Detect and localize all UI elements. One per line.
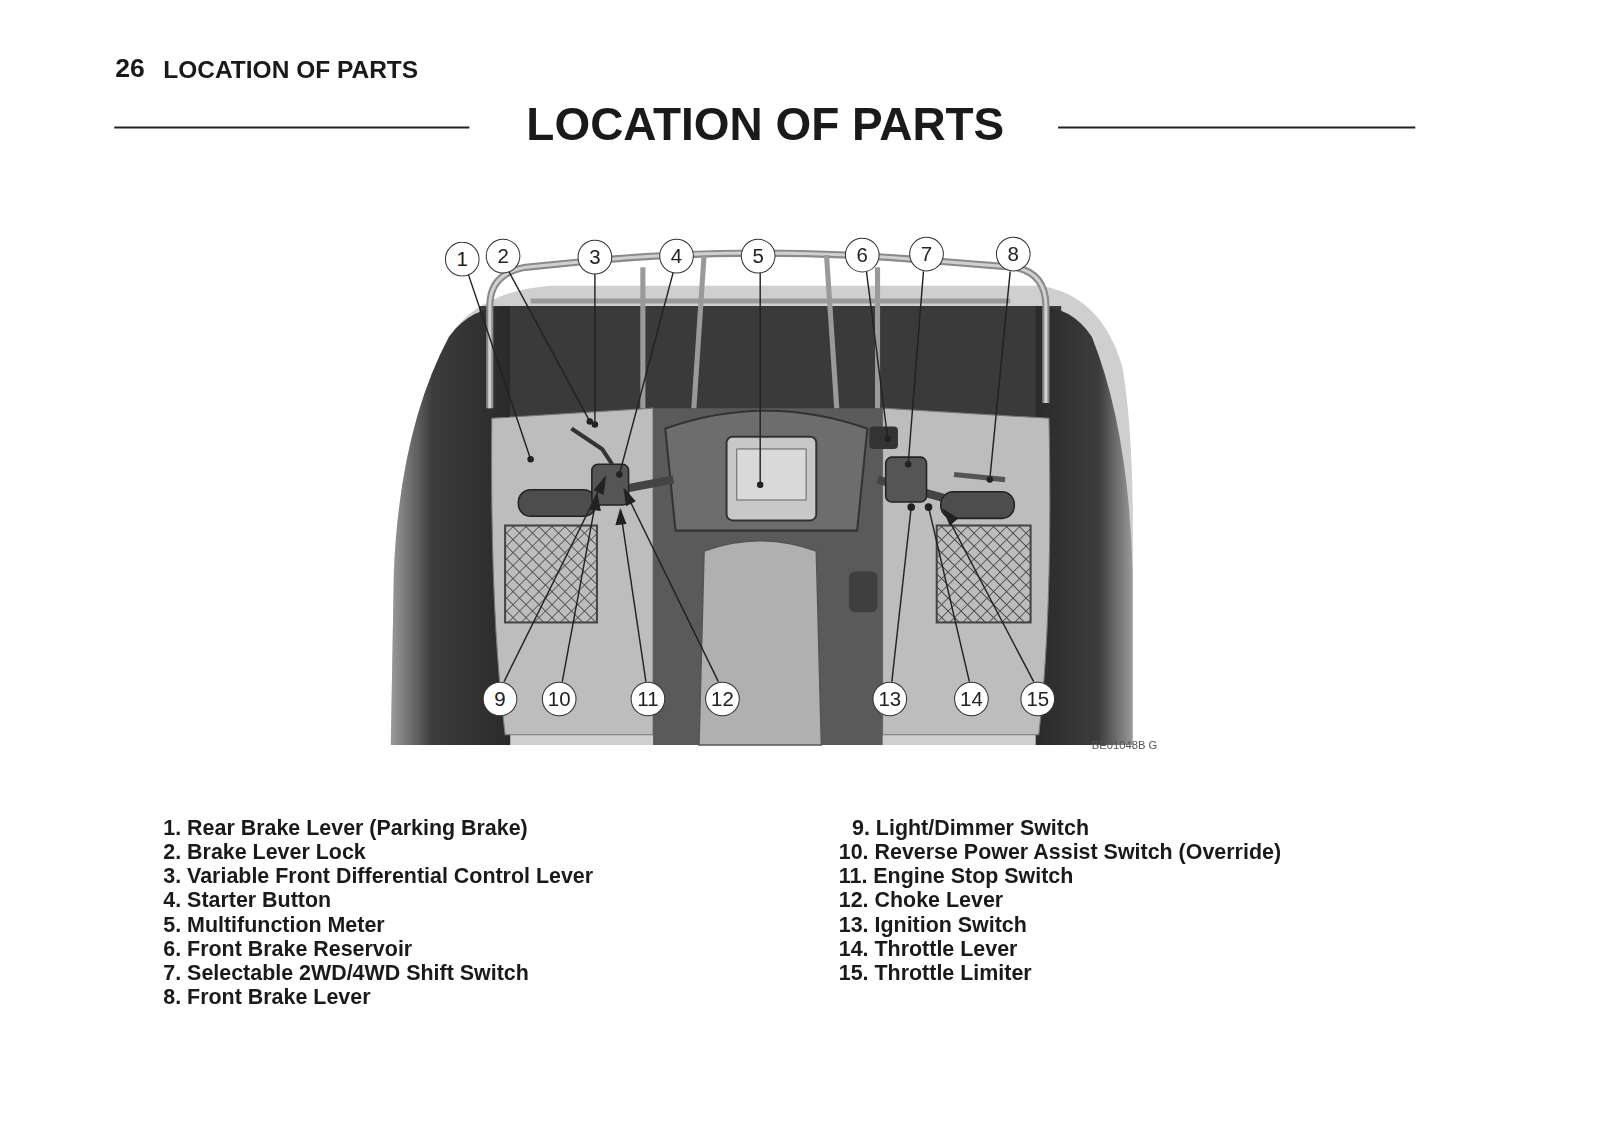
callout-number: 7 [909,237,944,272]
callout-number: 3 [578,240,613,275]
part-name: 2. Brake Lever Lock [163,839,366,864]
callout-text: 12 [711,689,734,709]
rule [114,127,469,129]
callout-number: 13 [872,682,907,717]
callout-text: 11 [637,689,658,709]
part-name: 3. Variable Front Differential Control L… [163,864,593,889]
callout-number: 15 [1020,682,1055,717]
callout-number: 2 [486,239,521,274]
callout-text: 6 [857,245,868,265]
callout-text: 15 [1026,689,1049,709]
running-header: LOCATION OF PARTS [163,55,418,83]
part-name: 14. Throttle Lever [839,936,1018,961]
callout-number: 6 [845,238,880,273]
part-name: 6. Front Brake Reservoir [163,936,412,961]
callout-text: 9 [494,689,505,709]
part-name: 7. Selectable 2WD/4WD Shift Switch [163,960,529,985]
part-name: 12. Choke Lever [839,888,1003,913]
part-name: 11. Engine Stop Switch [839,864,1074,889]
part-name: 9. Light/Dimmer Switch [852,815,1089,840]
part-name: 8. Front Brake Lever [163,985,370,1010]
figure-code: BE01048B G [1092,739,1158,752]
callout-number: 8 [996,237,1031,272]
part-name: 4. Starter Button [163,888,331,913]
callout-text: 5 [752,246,763,266]
callout-number: 12 [705,682,740,717]
callout-text: 13 [878,689,901,709]
callout-number: 4 [659,239,694,274]
part-name: 13. Ignition Switch [839,912,1027,937]
callout-text: 7 [921,244,932,264]
callout-number: 14 [954,682,989,717]
callout-number: 1 [445,242,480,277]
page-title: LOCATION OF PARTS [469,98,1061,151]
callout-text: 8 [1008,244,1019,264]
callout-number: 10 [542,682,577,717]
part-name: 5. Multifunction Meter [163,912,384,937]
leader-lines [466,268,1033,681]
callout-text: 4 [671,246,682,266]
part-name: 15. Throttle Limiter [839,960,1032,985]
callout-text: 1 [457,249,468,269]
rule [1058,127,1415,129]
callout-text: 3 [589,247,600,267]
callout-text: 10 [548,689,571,709]
callout-text: 14 [960,689,983,709]
atv-drawing [391,253,1133,745]
callout-number: 5 [741,239,776,274]
callout-number: 11 [631,682,666,717]
page-number: 26 [115,53,145,84]
part-name: 1. Rear Brake Lever (Parking Brake) [163,815,527,840]
callout-number: 9 [483,682,518,717]
part-name: 10. Reverse Power Assist Switch (Overrid… [839,839,1281,864]
callout-text: 2 [497,246,508,266]
